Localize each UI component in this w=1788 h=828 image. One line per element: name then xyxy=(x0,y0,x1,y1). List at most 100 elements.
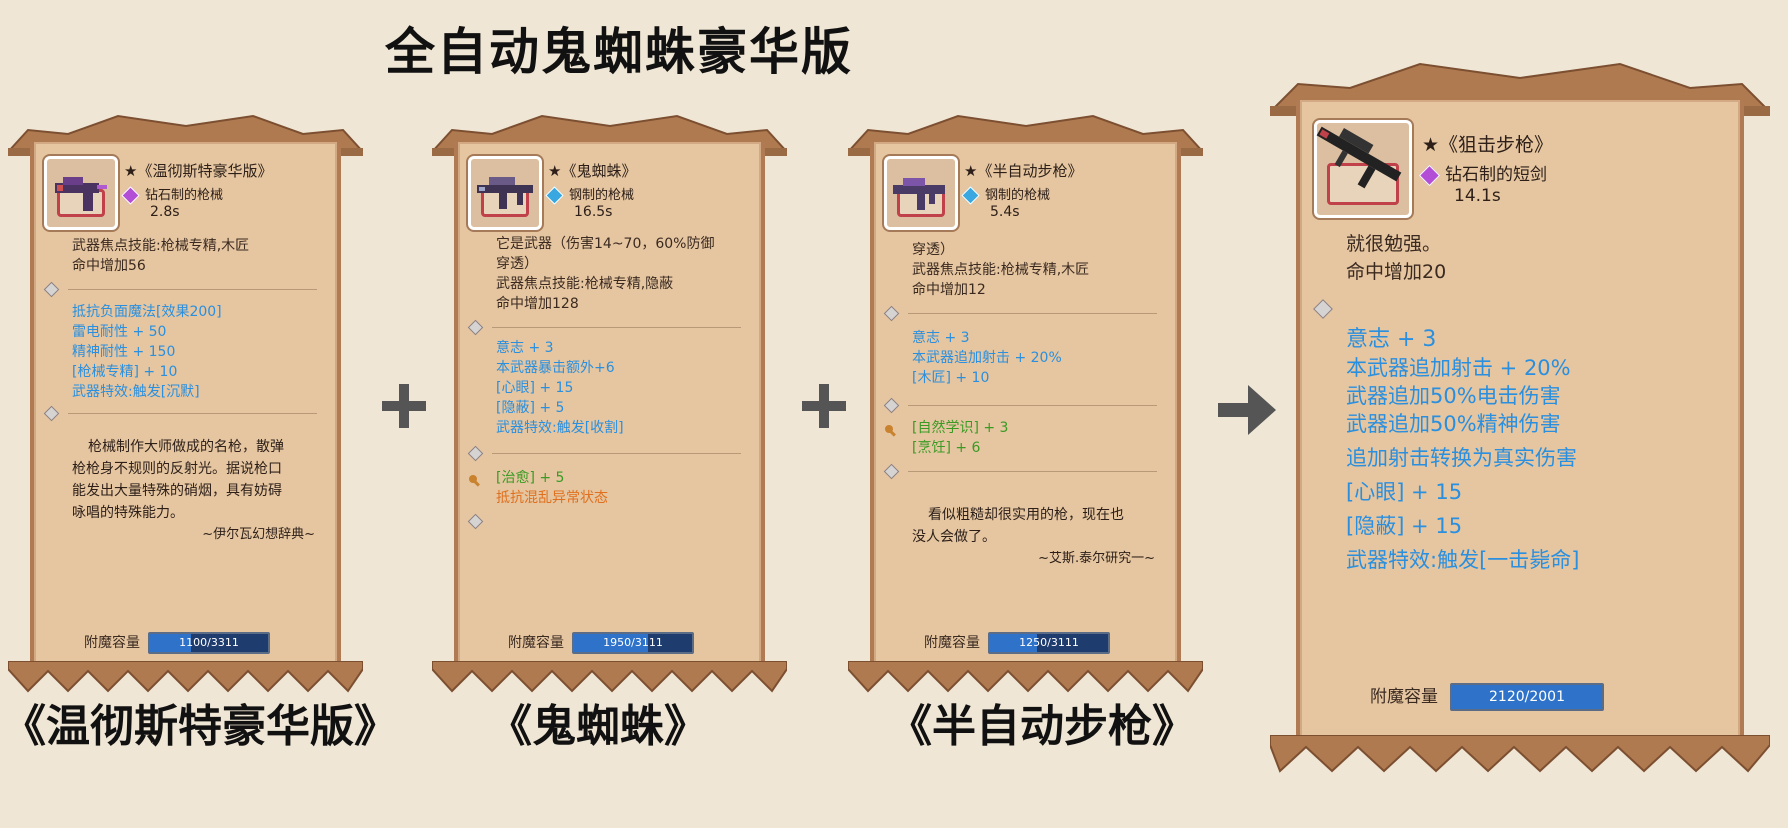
item-card-semi-auto-rifle[interactable]: ★《半自动步枪》 钢制的枪械 5.4s 穿透） 武器焦点技能:枪械专精,木匠 命… xyxy=(848,112,1203,695)
capacity-bar: 1100/3311 xyxy=(148,632,270,654)
section-divider xyxy=(883,463,1167,480)
capacity-label: 附魔容量 xyxy=(924,635,980,651)
capacity-label: 附魔容量 xyxy=(84,635,140,651)
steel-gem-icon xyxy=(545,186,564,205)
scroll-bottom-ornament xyxy=(8,661,363,695)
stat-line: 武器追加50%电击伤害 xyxy=(1346,384,1561,408)
section-divider xyxy=(883,305,1167,322)
stat-line: 抵抗负面魔法[效果200] xyxy=(72,304,222,320)
stat-line: 武器特效:触发[收割] xyxy=(496,420,624,436)
sniper-rifle-icon xyxy=(1316,126,1402,189)
stat-line: [隐蔽] + 5 xyxy=(496,400,565,416)
section-divider xyxy=(467,319,751,336)
item-material: 钻石制的短剑 xyxy=(1418,160,1547,186)
plus-icon xyxy=(382,384,426,428)
stat-line: 武器特效:触发[沉默] xyxy=(72,384,200,400)
rifle-icon xyxy=(477,177,533,209)
item-card-winchester[interactable]: ★《温彻斯特豪华版》 钻石制的枪械 2.8s 武器焦点技能:枪械专精,木匠 命中… xyxy=(8,112,363,695)
capacity-bar: 1950/3111 xyxy=(572,632,694,654)
item-material: 钢制的枪械 xyxy=(545,184,634,205)
diamond-icon xyxy=(883,463,900,480)
card-body: ★《温彻斯特豪华版》 钻石制的枪械 2.8s 武器焦点技能:枪械专精,木匠 命中… xyxy=(30,142,341,665)
diamond-icon xyxy=(43,405,60,422)
stat-line: [枪械专精] + 10 xyxy=(72,364,178,380)
stat-line: 精神耐性 + 150 xyxy=(72,344,176,360)
key-icon xyxy=(885,425,896,437)
stat-line: 意志 + 3 xyxy=(1346,327,1437,352)
desc-line: 咏唱的特殊能力。 xyxy=(72,505,184,521)
item-material: 钻石制的枪械 xyxy=(121,184,223,205)
stat-line: 本武器追加射击 + 20% xyxy=(912,350,1062,366)
section-divider xyxy=(43,405,327,422)
item-card-sniper-rifle[interactable]: ★《狙击步枪》 钻石制的短剑 14.1s 就很勉强。 命中增加20 意志 + 3… xyxy=(1270,60,1770,775)
scroll-bottom-ornament xyxy=(432,661,787,695)
weapon-icon-box xyxy=(884,156,958,230)
bottom-name-semi-auto-rifle: 《半自动步枪》 xyxy=(888,701,1196,752)
intro-line: 武器焦点技能:枪械专精,隐蔽 xyxy=(496,276,674,292)
key-icon xyxy=(469,475,480,487)
capacity-value: 1950/3111 xyxy=(603,636,663,649)
desc-source: ~艾斯.泰尔研究一~ xyxy=(1038,551,1155,566)
item-material: 钢制的枪械 xyxy=(961,184,1050,205)
stat-line: 意志 + 3 xyxy=(912,330,970,346)
diamond-icon xyxy=(43,281,60,298)
section-divider xyxy=(883,397,1167,414)
desc-line: 看似粗糙却很实用的枪，现在也 xyxy=(928,507,1124,523)
item-time: 14.1s xyxy=(1454,186,1501,206)
extra-line: 抵抗混乱异常状态 xyxy=(496,490,608,506)
weapon-icon-box xyxy=(1314,120,1412,218)
stat-line: 武器特效:触发[一击毙命] xyxy=(1346,548,1580,572)
desc-source: ~伊尔瓦幻想辞典~ xyxy=(202,527,315,542)
card-body: ★《半自动步枪》 钢制的枪械 5.4s 穿透） 武器焦点技能:枪械专精,木匠 命… xyxy=(870,142,1181,665)
capacity-label: 附魔容量 xyxy=(508,635,564,651)
intro-line: 武器焦点技能:枪械专精,木匠 xyxy=(72,238,250,254)
capacity-value: 2120/2001 xyxy=(1489,689,1565,705)
capacity-label: 附魔容量 xyxy=(1370,687,1438,707)
intro-line: 穿透） xyxy=(912,242,954,258)
capacity-value: 1100/3311 xyxy=(179,636,239,649)
diamond-icon xyxy=(883,305,900,322)
scroll-bottom-ornament xyxy=(848,661,1203,695)
extra-line: [自然学识] + 3 xyxy=(912,420,1009,436)
capacity-value: 1250/3111 xyxy=(1019,636,1079,649)
intro-line: 命中增加20 xyxy=(1346,261,1447,283)
diamond-icon xyxy=(467,513,484,530)
diamond-icon xyxy=(467,445,484,462)
weapon-icon-box xyxy=(468,156,542,230)
page-title: 全自动鬼蜘蛛豪华版 xyxy=(385,23,853,81)
stat-line: 本武器追加射击 + 20% xyxy=(1346,356,1571,380)
item-title: ★《鬼蜘蛛》 xyxy=(548,162,637,180)
stat-line: [木匠] + 10 xyxy=(912,370,990,386)
intro-line: 它是武器（伤害14~70，60%防御 xyxy=(496,236,715,252)
plus-icon xyxy=(802,384,846,428)
diamond-icon xyxy=(883,397,900,414)
scroll-bottom-ornament xyxy=(1270,735,1770,775)
item-title: ★《半自动步枪》 xyxy=(964,162,1083,180)
card-body: ★《鬼蜘蛛》 钢制的枪械 16.5s 它是武器（伤害14~70，60%防御 穿透… xyxy=(454,142,765,665)
weapon-icon-box xyxy=(44,156,118,230)
bottom-name-ghost-spider: 《鬼蜘蛛》 xyxy=(488,701,708,752)
capacity-bar: 2120/2001 xyxy=(1450,683,1604,711)
capacity-row: 附魔容量 2120/2001 xyxy=(1370,682,1604,711)
stat-line: 雷电耐性 + 50 xyxy=(72,324,167,340)
item-card-ghost-spider[interactable]: ★《鬼蜘蛛》 钢制的枪械 16.5s 它是武器（伤害14~70，60%防御 穿透… xyxy=(432,112,787,695)
item-title: ★《温彻斯特豪华版》 xyxy=(124,162,273,180)
item-time: 5.4s xyxy=(990,204,1020,220)
stat-line: 意志 + 3 xyxy=(496,340,554,356)
section-divider xyxy=(467,445,751,462)
card-body: ★《狙击步枪》 钻石制的短剑 14.1s 就很勉强。 命中增加20 意志 + 3… xyxy=(1296,100,1744,739)
desc-line: 没人会做了。 xyxy=(912,529,996,545)
capacity-row: 附魔容量 1250/3111 xyxy=(924,632,1110,654)
stat-line: 武器追加50%精神伤害 xyxy=(1346,412,1561,436)
desc-line: 枪械制作大师做成的名枪，散弹 xyxy=(88,439,284,455)
item-time: 2.8s xyxy=(150,204,180,220)
stat-line: [心眼] + 15 xyxy=(1346,480,1463,504)
diamond-gem-icon xyxy=(121,186,140,205)
intro-line: 命中增加128 xyxy=(496,296,579,312)
item-title: ★《狙击步枪》 xyxy=(1422,134,1554,156)
steel-gem-icon xyxy=(961,186,980,205)
extra-line: [治愈] + 5 xyxy=(496,470,565,486)
arrow-right-icon xyxy=(1218,385,1276,435)
stat-line: 追加射击转换为真实伤害 xyxy=(1346,446,1577,470)
stat-line: 本武器暴击额外+6 xyxy=(496,360,615,376)
